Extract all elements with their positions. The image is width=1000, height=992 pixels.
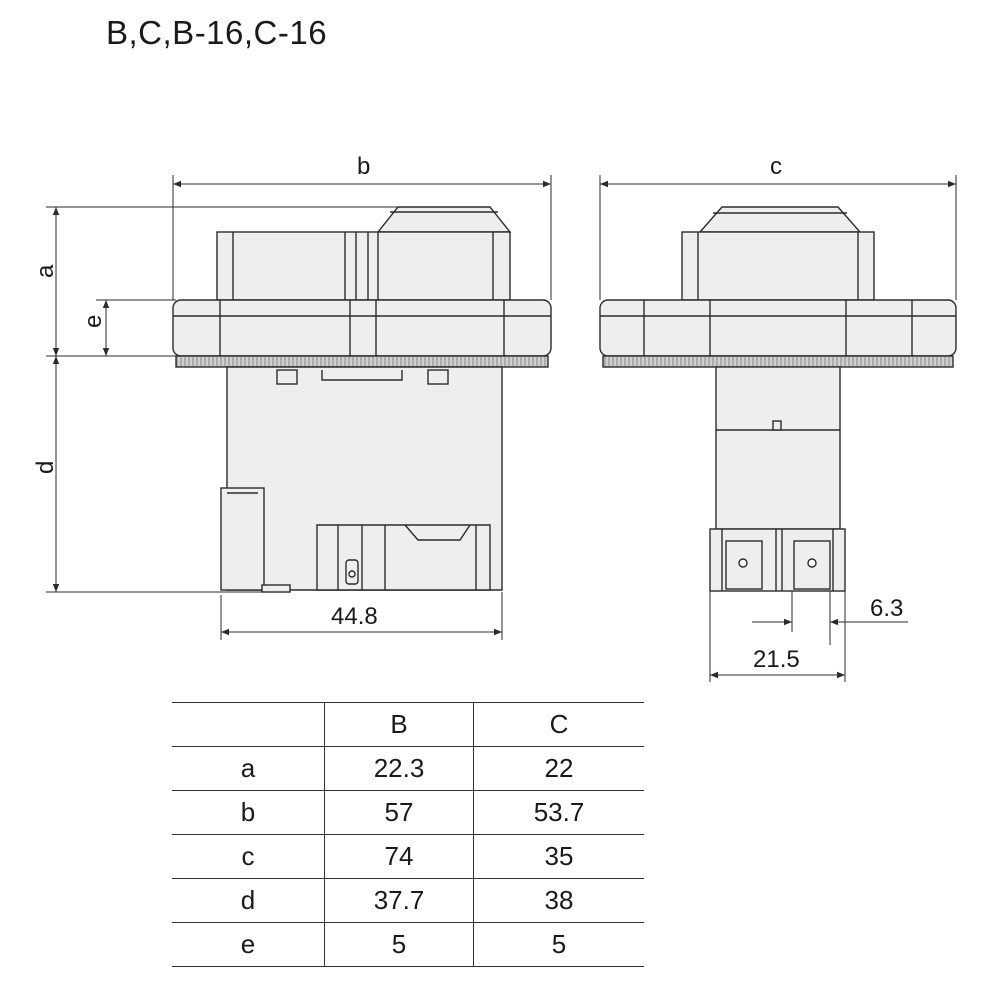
label-e: e [80, 315, 107, 328]
table-cell: 5 [473, 922, 644, 967]
table-cell: d [172, 878, 325, 923]
table-cell: 35 [473, 834, 644, 879]
front-flange [172, 299, 552, 357]
table-cell: 5 [324, 922, 474, 967]
table-cell: e [172, 922, 325, 967]
table-row: e 5 5 [172, 922, 644, 967]
front-gasket [175, 355, 549, 368]
label-6-3: 6.3 [870, 595, 903, 622]
side-gasket [602, 355, 954, 368]
label-c: c [770, 153, 782, 180]
table-row: d 37.7 38 [172, 878, 644, 923]
drawing-title: B,C,B-16,C-16 [106, 14, 328, 51]
table-cell: 37.7 [324, 878, 474, 923]
label-21-5: 21.5 [753, 646, 800, 673]
table-cell: c [172, 834, 325, 879]
table-cell: 22 [473, 746, 644, 791]
table-header-row: B C [172, 702, 644, 747]
table-cell: 57 [324, 790, 474, 835]
technical-drawing: b c a e d 44.8 [32, 153, 957, 682]
side-view [599, 206, 957, 592]
front-view [172, 206, 552, 593]
dimension-table: B C a 22.3 22 b 57 53.7 c 74 35 d 37.7 3… [172, 702, 644, 967]
table-row: c 74 35 [172, 834, 644, 879]
table-row: a 22.3 22 [172, 746, 644, 791]
side-upper-housing [681, 231, 875, 301]
table-cell: b [172, 790, 325, 835]
table-header: C [473, 702, 644, 747]
front-upper-housing [216, 231, 511, 301]
table-cell: a [172, 746, 325, 791]
label-b: b [357, 153, 370, 180]
table-cell: 22.3 [324, 746, 474, 791]
table-header: B [324, 702, 474, 747]
label-d: d [32, 461, 59, 474]
side-flange [599, 299, 957, 357]
front-knob [376, 206, 512, 233]
label-44-8: 44.8 [331, 603, 378, 630]
table-cell: 53.7 [473, 790, 644, 835]
side-lower-body [715, 366, 841, 530]
table-row: b 57 53.7 [172, 790, 644, 835]
front-dimensions [46, 175, 552, 640]
side-knob [698, 206, 862, 233]
label-a: a [32, 264, 59, 278]
table-header [172, 702, 325, 747]
table-cell: 74 [324, 834, 474, 879]
side-dimensions [599, 175, 957, 682]
table-cell: 38 [473, 878, 644, 923]
